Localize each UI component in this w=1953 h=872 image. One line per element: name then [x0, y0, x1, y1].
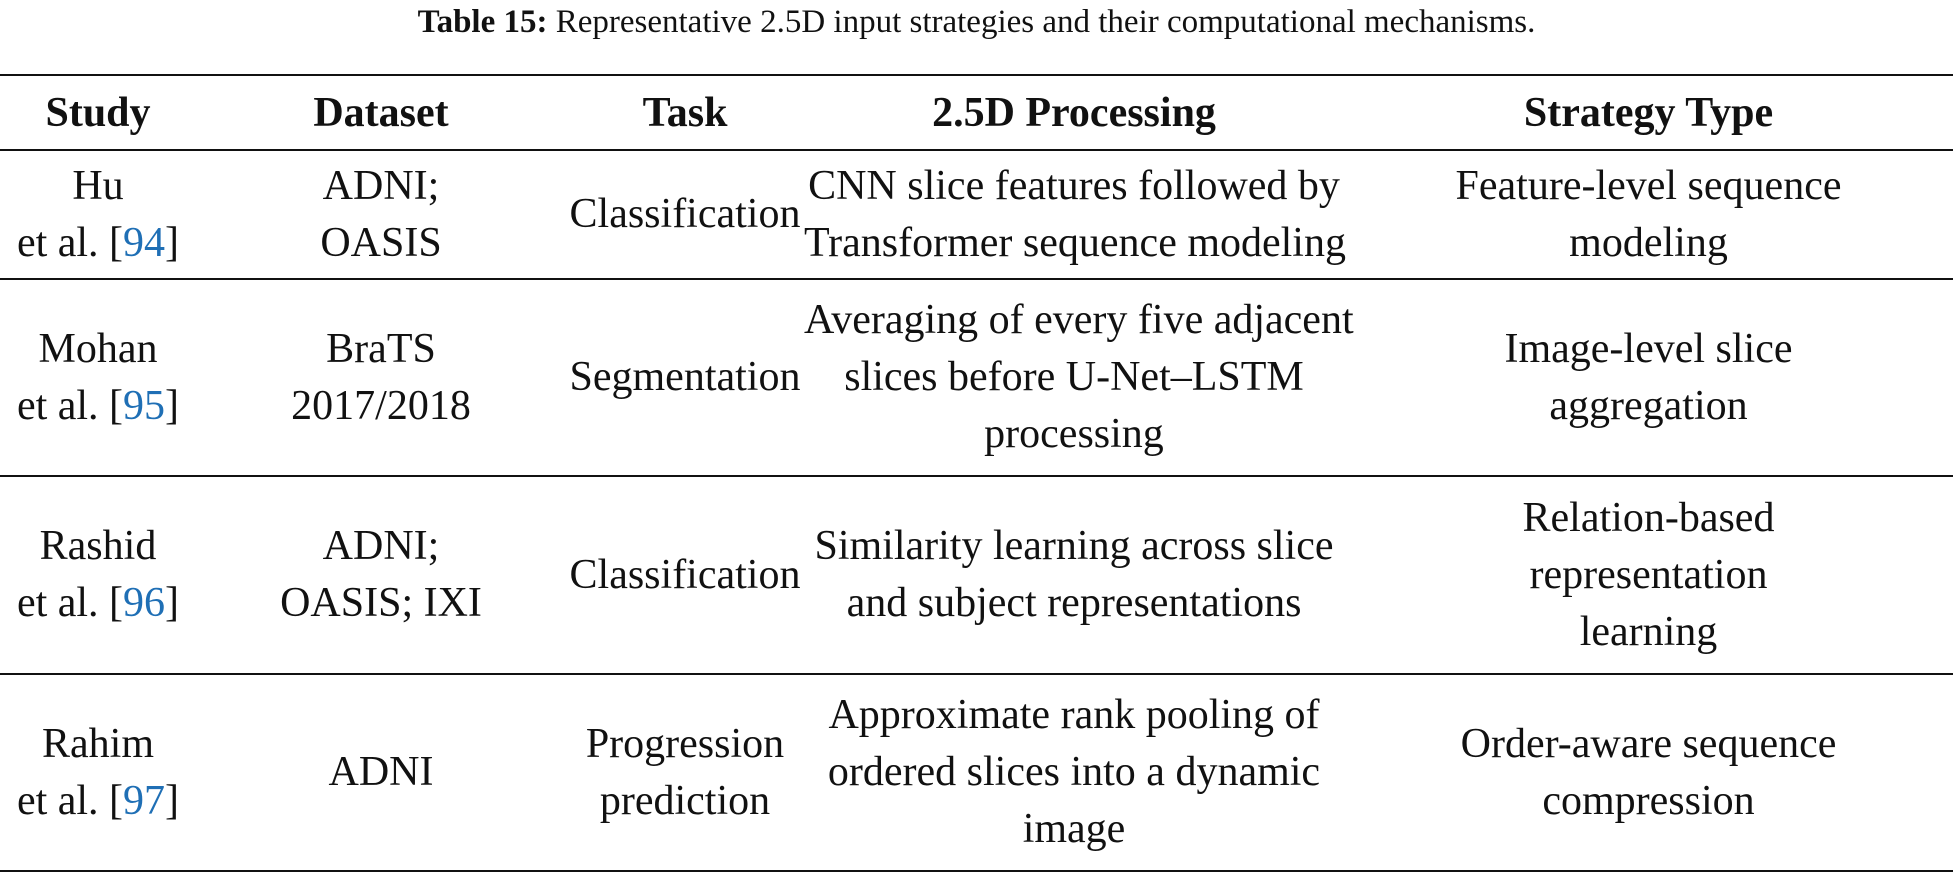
processing-cell: Approximate rank pooling of ordered slic…: [827, 692, 1321, 852]
study-cell: Mohan et al. [95]: [0, 279, 196, 476]
strategy-cell: Feature-level sequence modeling: [1455, 162, 1842, 266]
dataset-cell: BraTS 2017/2018: [291, 325, 471, 429]
study-cell: Rahim et al. [97]: [0, 674, 196, 871]
task-cell: Progression prediction: [585, 720, 785, 824]
table-row: Mohan et al. [95] BraTS 2017/2018 Segmen…: [0, 279, 1953, 476]
dataset-cell: ADNI; OASIS; IXI: [280, 523, 482, 626]
strategy-cell: Order-aware sequence compression: [1460, 720, 1837, 824]
task-cell: Segmentation: [569, 354, 801, 400]
study-citation: et al. [96]: [16, 580, 180, 626]
table-row: Rahim et al. [97] ADNI Progression predi…: [0, 674, 1953, 871]
strategy-cell: Image-level slice aggregation: [1504, 325, 1793, 429]
header-task: Task: [642, 89, 728, 136]
study-name: Mohan: [38, 325, 158, 372]
caption-text: Representative 2.5D input strategies and…: [555, 4, 1536, 40]
study-name: Rashid: [39, 523, 157, 569]
processing-cell: Similarity learning across slice and sub…: [814, 523, 1334, 626]
processing-cell: CNN slice features followed by Transform…: [804, 162, 1346, 266]
header-processing: 2.5D Processing: [932, 89, 1216, 136]
dataset-cell: ADNI: [328, 749, 434, 795]
study-name: Rahim: [42, 720, 154, 767]
dataset-cell: ADNI; OASIS: [320, 162, 442, 266]
study-citation: et al. [95]: [16, 382, 180, 429]
study-cell: Rashid et al. [96]: [0, 476, 196, 674]
reference-link[interactable]: 97: [123, 777, 166, 824]
task-cell: Classification: [569, 191, 801, 237]
reference-link[interactable]: 95: [123, 382, 166, 429]
header-strategy: Strategy Type: [1523, 89, 1774, 136]
table-header-row: Study Dataset Task 2.5D Processing Strat…: [0, 75, 1953, 150]
study-cell: Hu et al. [94]: [0, 150, 196, 279]
reference-link[interactable]: 94: [123, 219, 166, 266]
processing-cell: Averaging of every five adjacent slices …: [804, 297, 1354, 457]
header-dataset: Dataset: [313, 89, 449, 136]
table-caption: Table 15: Representative 2.5D input stra…: [0, 0, 1953, 44]
header-study: Study: [45, 89, 151, 136]
study-citation: et al. [97]: [16, 777, 180, 824]
reference-link[interactable]: 96: [123, 580, 166, 626]
strategies-table: Study Dataset Task 2.5D Processing Strat…: [0, 74, 1953, 872]
study-name: Hu: [72, 162, 124, 209]
table-row: Rashid et al. [96] ADNI; OASIS; IXI Clas…: [0, 476, 1953, 674]
task-cell: Classification: [569, 551, 801, 598]
strategy-cell: Relation-based representation learning: [1522, 494, 1775, 655]
table-row: Hu et al. [94] ADNI; OASIS Classificatio…: [0, 150, 1953, 279]
study-citation: et al. [94]: [16, 219, 180, 266]
caption-label: Table 15:: [417, 4, 548, 40]
